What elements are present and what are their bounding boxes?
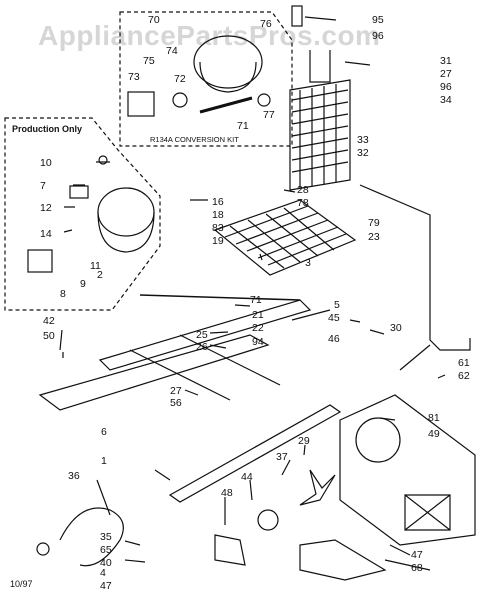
kit-compressor [193, 35, 263, 89]
callout-56: 56 [170, 397, 182, 409]
compressor [97, 187, 155, 237]
callout-45: 45 [328, 312, 340, 324]
callout-72: 72 [174, 73, 186, 85]
drain-pan [299, 539, 387, 581]
callout-27-b: 27 [170, 385, 182, 397]
filter-drier [291, 5, 303, 27]
base-rail-side [168, 404, 342, 503]
callout-10: 10 [40, 157, 52, 169]
callout-5: 5 [334, 299, 340, 311]
grommet [98, 155, 108, 165]
callout-1: 1 [101, 455, 107, 467]
callout-7: 7 [40, 180, 46, 192]
kit-tube [199, 96, 253, 114]
callout-19: 19 [212, 235, 224, 247]
callout-33: 33 [357, 134, 369, 146]
callout-75: 75 [143, 55, 155, 67]
callout-29: 29 [298, 435, 310, 447]
callout-65: 65 [100, 544, 112, 556]
callout-labels: 70 76 95 96 75 74 73 72 71 77 31 27 96 3… [40, 14, 470, 592]
callout-77: 77 [263, 109, 275, 121]
power-cord [59, 507, 124, 567]
callout-18: 18 [212, 209, 224, 221]
defrost-heater [139, 294, 301, 301]
callout-35: 35 [100, 531, 112, 543]
callout-21: 21 [252, 309, 264, 321]
conversion-kit-label: R134A CONVERSION KIT [150, 135, 239, 144]
callout-42: 42 [43, 315, 55, 327]
callout-30: 30 [390, 322, 402, 334]
base-rail-front [38, 334, 270, 411]
callout-96: 96 [372, 30, 384, 42]
callout-71-b: 71 [250, 294, 262, 306]
callout-25: 25 [196, 329, 208, 341]
shroud-opening [355, 417, 401, 463]
fan-shroud [339, 394, 476, 546]
callout-3: 3 [305, 257, 311, 269]
kit-overload [172, 92, 188, 108]
callout-78: 78 [297, 197, 309, 209]
callout-27: 27 [440, 68, 452, 80]
callout-48: 48 [221, 487, 233, 499]
production-only-box [4, 117, 161, 311]
condenser-coil [289, 79, 351, 191]
production-only-label: Production Only [12, 124, 83, 134]
base-rail-rear [98, 299, 312, 371]
callout-16: 16 [212, 196, 224, 208]
callout-47-b: 47 [411, 549, 423, 561]
callout-76: 76 [260, 18, 272, 30]
callout-44: 44 [241, 471, 253, 483]
kit-relay [127, 91, 155, 117]
terminal-cover [69, 185, 89, 199]
callout-28: 28 [297, 184, 309, 196]
water-tube [359, 184, 471, 351]
callout-68: 68 [411, 562, 423, 574]
callout-49: 49 [428, 428, 440, 440]
callout-47: 47 [100, 580, 112, 592]
callout-31: 31 [440, 55, 452, 67]
fan-bracket [214, 534, 246, 566]
callout-32: 32 [357, 147, 369, 159]
kit-grommet [257, 93, 271, 107]
callout-26: 26 [196, 341, 208, 353]
fan-motor [257, 509, 279, 531]
callout-61: 61 [458, 357, 470, 369]
callout-4: 4 [100, 567, 106, 579]
callout-14: 14 [40, 228, 52, 240]
start-relay [27, 249, 53, 273]
callout-81: 81 [428, 412, 440, 424]
callout-8: 8 [60, 288, 66, 300]
callout-6: 6 [101, 426, 107, 438]
callout-9: 9 [80, 278, 86, 290]
callout-46: 46 [328, 333, 340, 345]
callout-2: 2 [97, 269, 103, 281]
callout-79: 79 [368, 217, 380, 229]
callout-70: 70 [148, 14, 160, 26]
date-code: 10/97 [10, 579, 33, 589]
callout-73: 73 [128, 71, 140, 83]
watermark: AppliancePartsPros.com [38, 20, 381, 51]
callout-71: 71 [237, 120, 249, 132]
callout-94: 94 [252, 336, 264, 348]
callout-11: 11 [90, 260, 101, 272]
callout-83: 83 [212, 222, 224, 234]
callout-22: 22 [252, 322, 264, 334]
callout-74: 74 [166, 45, 178, 57]
callout-50: 50 [43, 330, 55, 342]
fan-blade [299, 469, 336, 506]
callout-62: 62 [458, 370, 470, 382]
callout-37: 37 [276, 451, 288, 463]
callout-12: 12 [40, 202, 52, 214]
conversion-kit-box [119, 11, 293, 147]
evaporator [213, 199, 357, 276]
callout-36: 36 [68, 470, 80, 482]
callout-34: 34 [440, 94, 452, 106]
callout-40: 40 [100, 557, 112, 569]
callout-23: 23 [368, 231, 380, 243]
callout-96-b: 96 [440, 81, 452, 93]
callout-95: 95 [372, 14, 384, 26]
